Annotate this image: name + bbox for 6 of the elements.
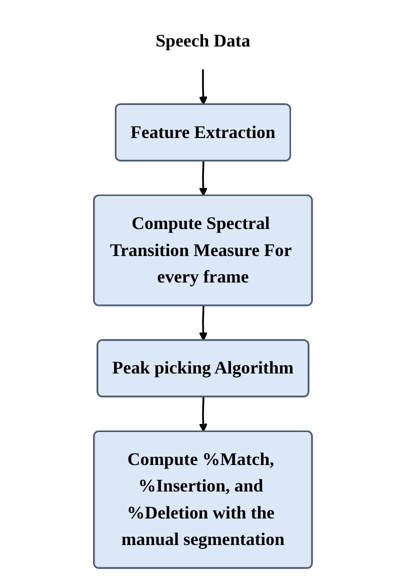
arrow: [198, 161, 208, 196]
arrow: [198, 397, 208, 432]
arrow: [198, 69, 208, 106]
flowchart: Speech Data Feature Extraction Compute Spectral Transition Measure For every frame Peak picking Algorithm Compute %Match, %Insertion, and %Deletion with the manual segmentation: [86, 5, 320, 576]
arrow: [198, 306, 208, 341]
node-text: Speech Data: [155, 30, 250, 51]
